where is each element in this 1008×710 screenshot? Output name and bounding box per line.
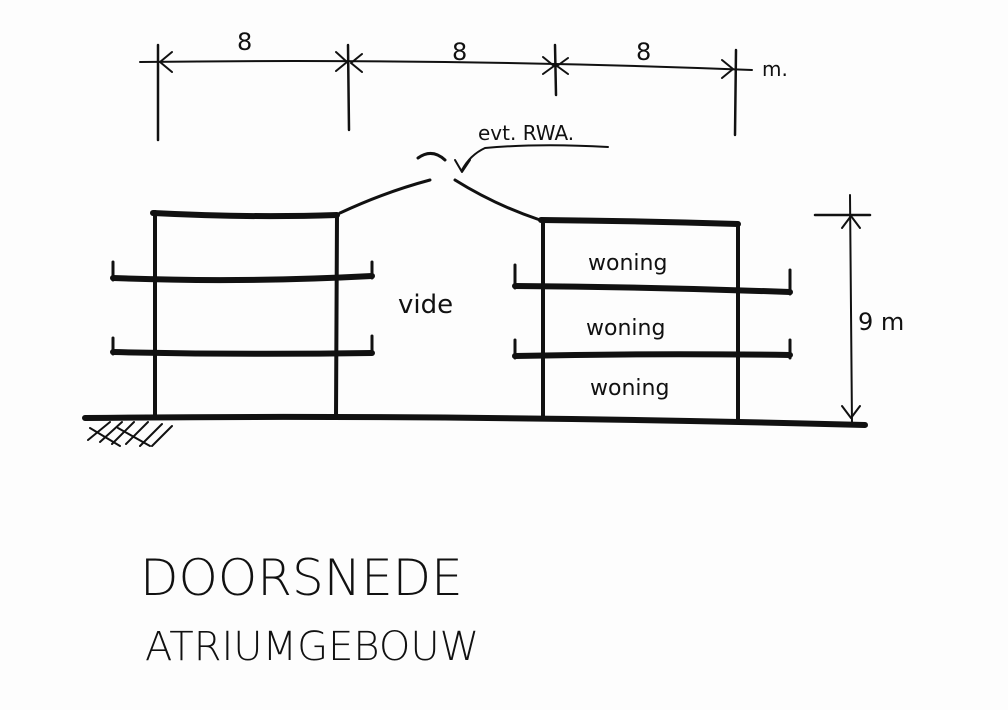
span-label-3: 8 <box>636 38 651 66</box>
ground-line <box>82 413 868 447</box>
unit-label: m. <box>762 57 788 81</box>
woning-label-bottom: woning <box>590 376 669 401</box>
atrium-roof: evt. RWA. <box>338 121 609 222</box>
rwa-label: evt. RWA. <box>478 121 574 145</box>
span-label-2: 8 <box>452 38 467 66</box>
right-building: woning woning woning <box>512 217 793 422</box>
title-line-2: ATRIUMGEBOUW <box>145 624 479 670</box>
woning-label-top: woning <box>588 251 667 276</box>
title-line-1: DOORSNEDE <box>140 549 463 607</box>
span-label-1: 8 <box>237 28 252 56</box>
top-dimension: 8 8 8 m. <box>139 28 788 142</box>
height-label: 9 m <box>858 308 904 336</box>
vide-label: vide <box>398 290 453 320</box>
height-dimension: 9 m <box>813 194 904 426</box>
left-building <box>110 210 375 420</box>
woning-label-middle: woning <box>586 316 665 341</box>
